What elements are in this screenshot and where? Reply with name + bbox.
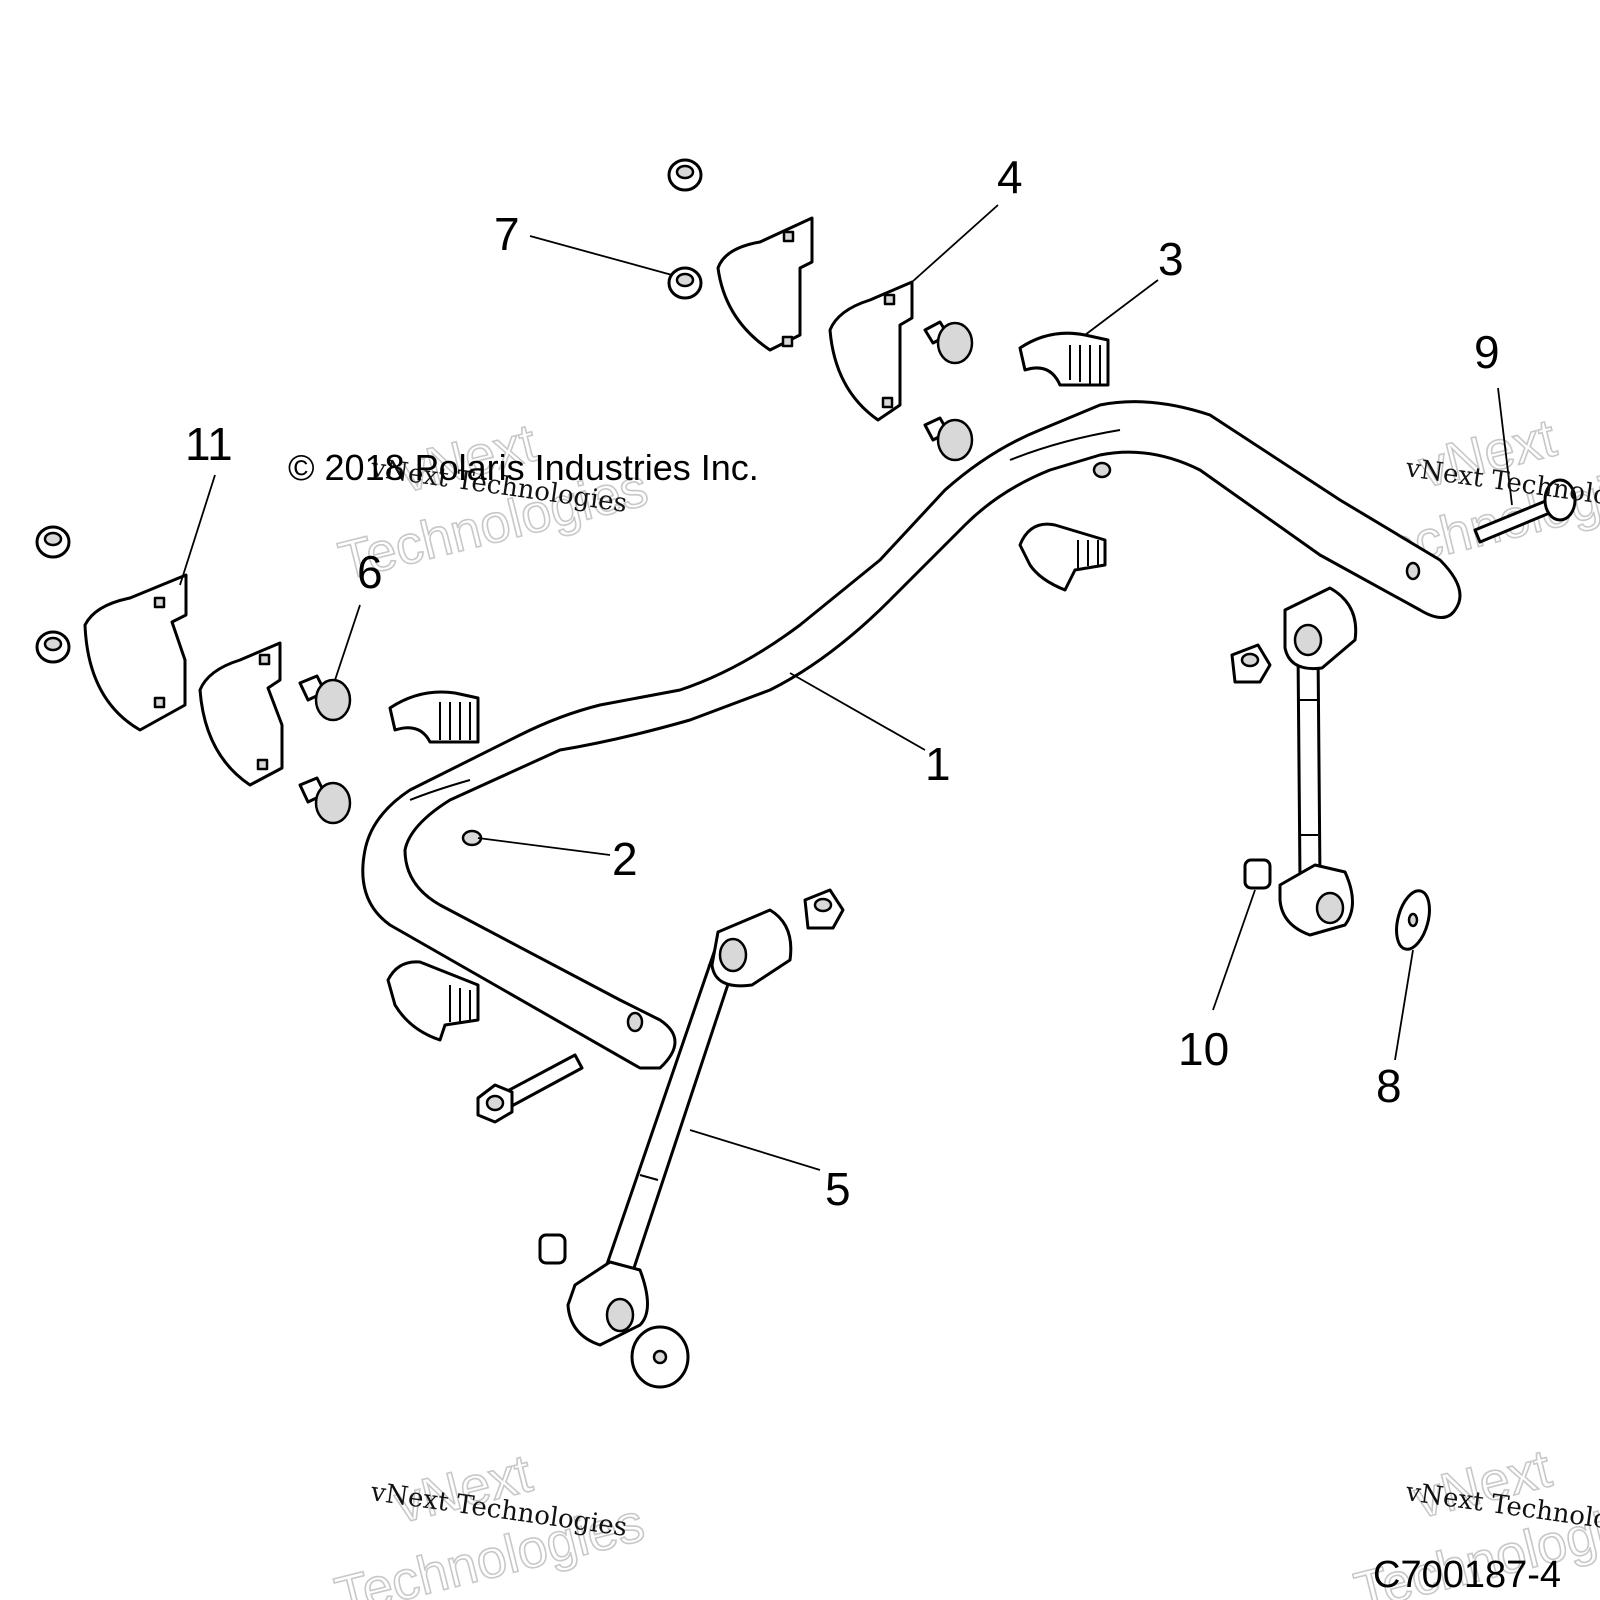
callout-6: 6 [357, 546, 383, 598]
bushing-left [388, 690, 480, 744]
carriage-bolt-left-upper [298, 674, 352, 722]
sway-bar [361, 400, 1462, 1070]
callouts: 1 2 3 4 5 6 7 8 9 10 11 [185, 151, 1500, 1215]
clamp-left-back [83, 573, 188, 732]
nut-left-upper [35, 525, 71, 559]
leader-11 [179, 474, 216, 586]
callout-3: 3 [1158, 233, 1184, 285]
nut-left-lower [35, 630, 71, 664]
callout-11: 11 [185, 418, 233, 470]
bushing-bottom [386, 960, 480, 1042]
carriage-bolt-top-lower [923, 416, 974, 462]
leader-7 [529, 235, 673, 276]
callout-8: 8 [1376, 1060, 1402, 1112]
spacer-left-lower [538, 1233, 567, 1265]
callout-1: 1 [925, 738, 951, 790]
spacer-right-lower [1243, 858, 1272, 890]
bushing-top [1018, 331, 1110, 387]
leader-5 [689, 1129, 821, 1171]
bolt-left [476, 1053, 584, 1124]
leader-4 [911, 204, 999, 283]
leader-6 [334, 604, 361, 681]
leader-10 [1212, 889, 1256, 1011]
callout-7: 7 [494, 208, 520, 260]
washer-left [630, 1325, 690, 1389]
callout-5: 5 [825, 1163, 851, 1215]
bushing-middle [1018, 522, 1107, 592]
nut-top-upper [667, 158, 703, 192]
clamp-left-front [198, 641, 284, 787]
washer-right [1395, 889, 1431, 951]
leader-9 [1497, 387, 1513, 506]
clamp-top-front [828, 280, 914, 422]
sway-bar-link-left [566, 908, 793, 1347]
carriage-bolt-left-lower [298, 776, 352, 825]
callout-9: 9 [1474, 326, 1500, 378]
sway-bar-link-right [1278, 586, 1358, 937]
figure-id: C700187-4 [1373, 1554, 1561, 1596]
callout-10: 10 [1178, 1023, 1229, 1075]
leader-lines [179, 204, 1513, 1171]
leader-3 [1084, 279, 1159, 336]
callout-2: 2 [612, 833, 638, 885]
nut-top-lower [667, 266, 703, 300]
callout-4: 4 [997, 151, 1023, 203]
grease-fitting [461, 461, 1112, 847]
leader-2 [477, 837, 611, 856]
spacer-right-upper [1230, 643, 1272, 684]
leader-1 [789, 672, 926, 751]
leader-8 [1394, 949, 1414, 1061]
bolt-right [1473, 478, 1577, 544]
spacer-left-upper [803, 888, 845, 930]
clamp-top-back [716, 216, 814, 352]
carriage-bolt-top-upper [923, 320, 974, 365]
copyright-text: © 2018 Polaris Industries Inc. [288, 447, 759, 488]
